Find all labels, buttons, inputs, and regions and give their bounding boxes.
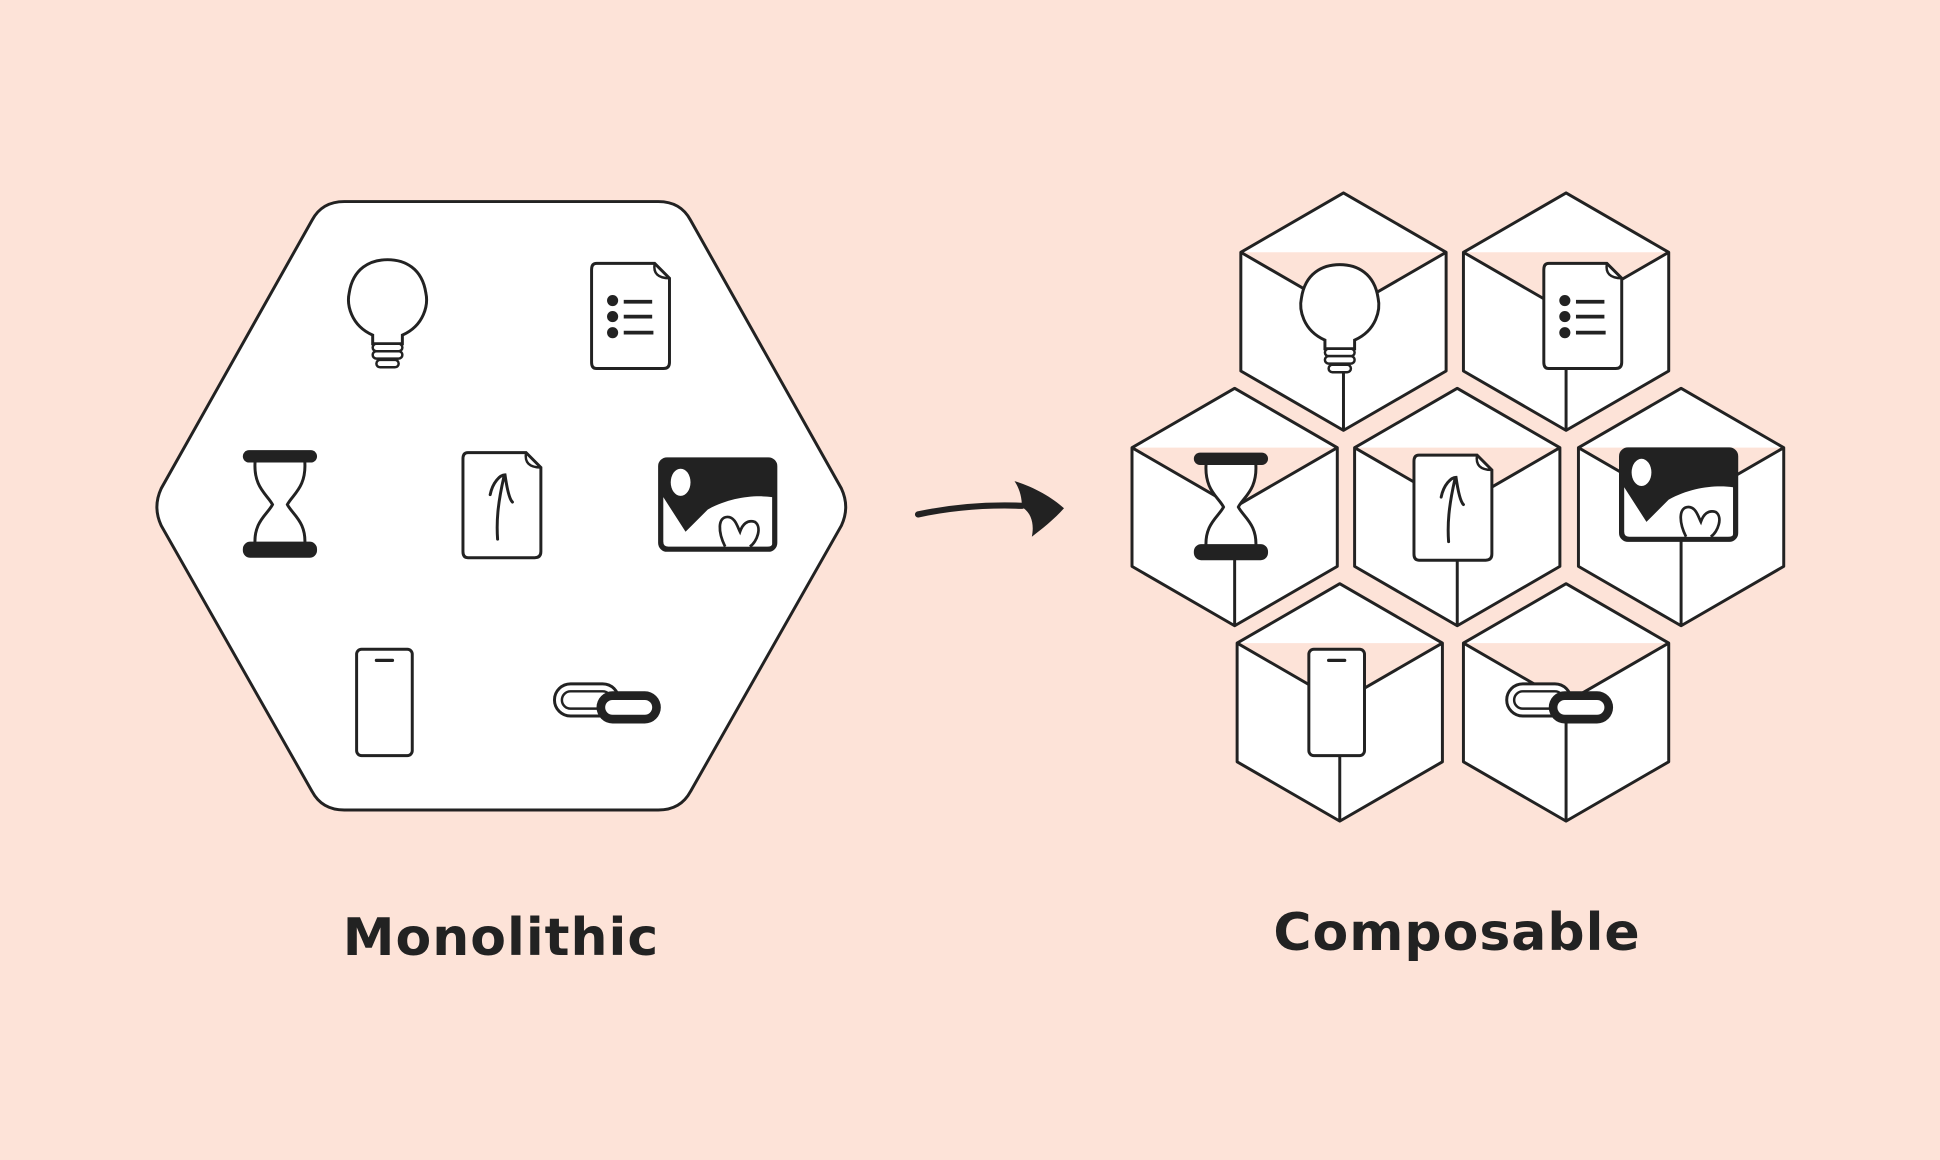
cube <box>1353 386 1562 628</box>
cube <box>1235 582 1444 823</box>
monolith-hexagon <box>155 200 848 812</box>
monolithic-label: Monolithic <box>342 908 660 968</box>
composable-cubes <box>1130 191 1786 823</box>
cube <box>1130 386 1339 628</box>
composable-label: Composable <box>1273 903 1641 963</box>
pen-document-icon <box>461 451 543 560</box>
cube <box>1461 191 1671 432</box>
checklist-document-icon <box>1541 261 1624 371</box>
cube <box>1239 191 1448 432</box>
image-icon <box>658 457 778 552</box>
phone-icon <box>1307 647 1367 758</box>
cube <box>1576 386 1786 628</box>
pen-document-icon <box>1412 453 1494 562</box>
checklist-document-icon <box>589 261 672 371</box>
image-icon <box>1619 447 1739 542</box>
arrow-right-icon <box>914 481 1064 537</box>
phone-icon <box>355 647 414 758</box>
cube <box>1461 582 1671 823</box>
